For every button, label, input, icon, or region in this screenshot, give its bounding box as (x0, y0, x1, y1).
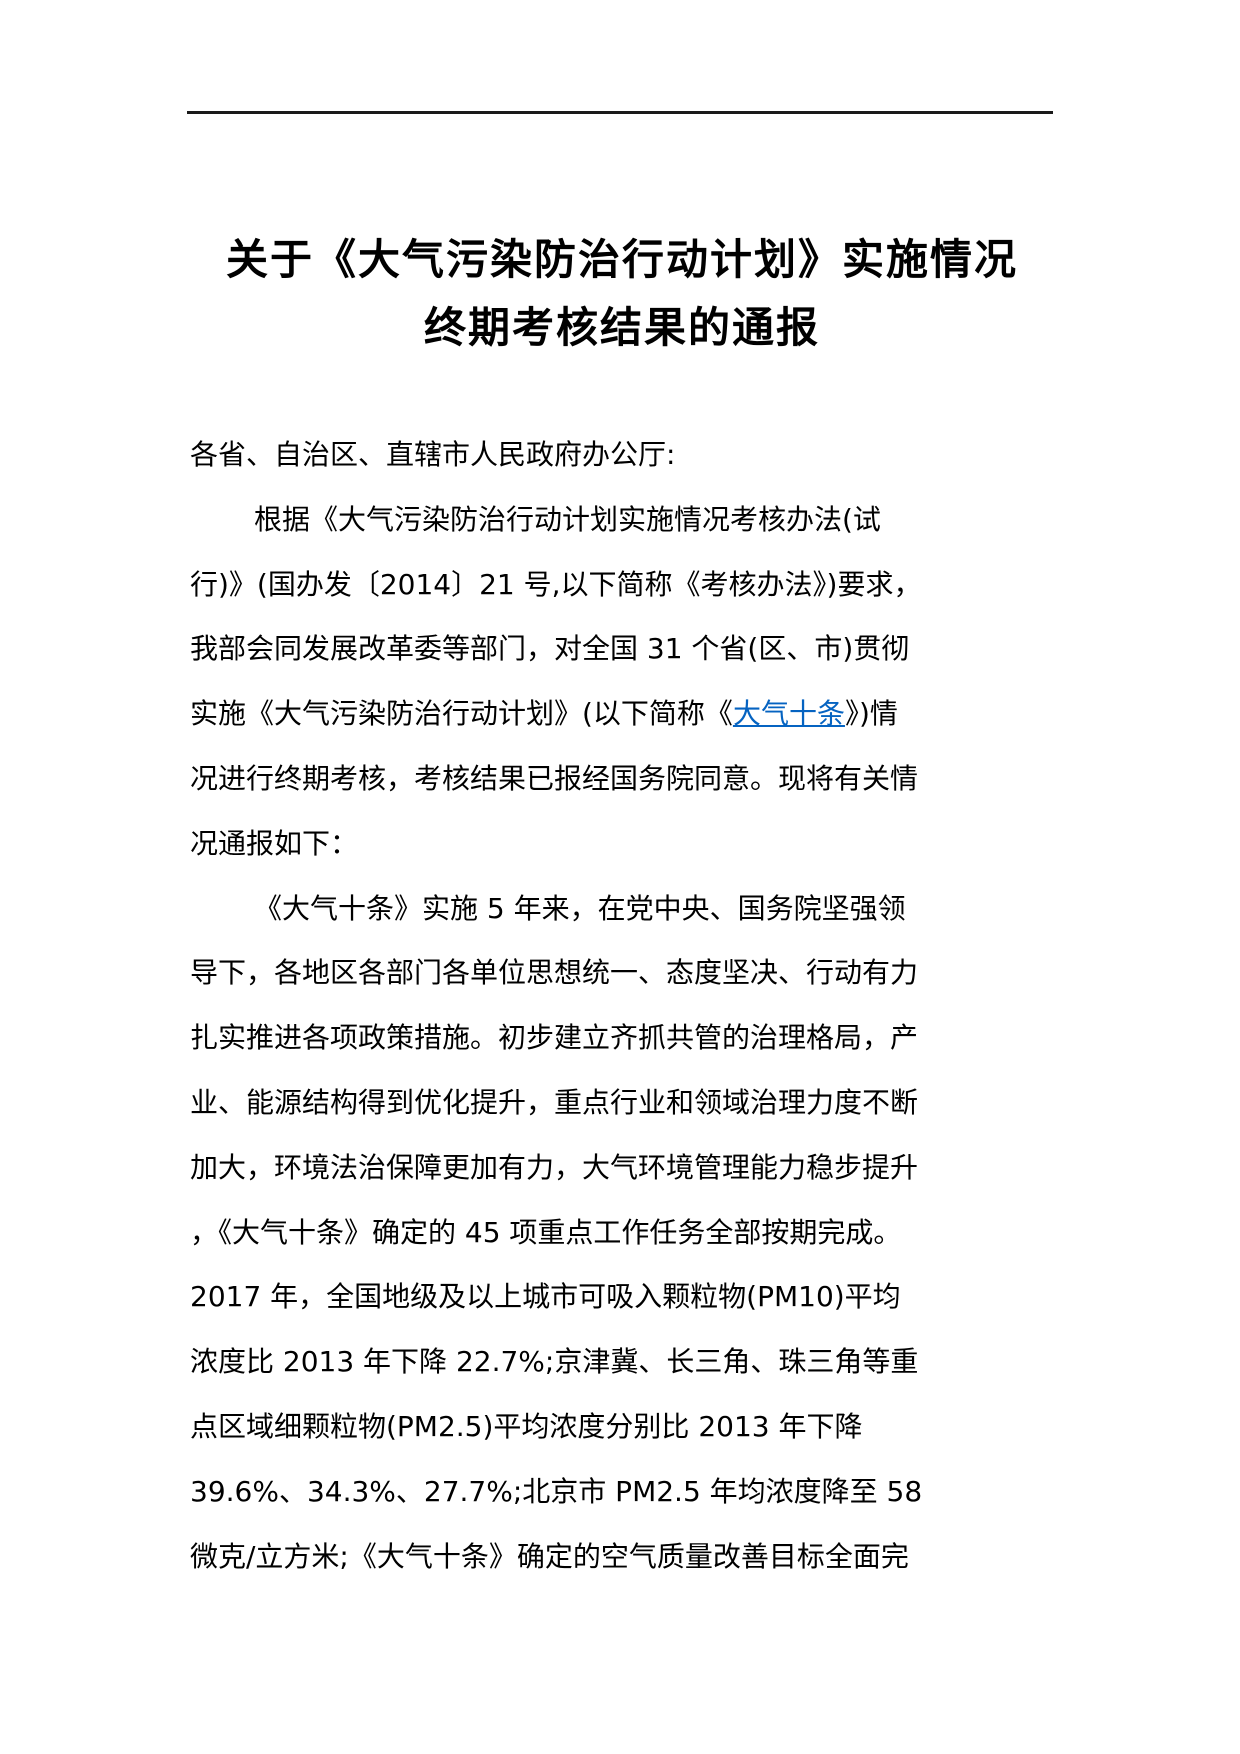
paragraph-2-line: 点区域细颗粒物(PM2.5)平均浓度分别比 2013 年下降 (190, 1409, 863, 1443)
daqi-shitiao-link[interactable]: 大气十条 (732, 697, 845, 731)
paragraph-2-line: 导下，各地区各部门各单位思想统一、态度坚决、行动有力 (190, 956, 919, 990)
paragraph-1-line: 实施《大气污染防治行动计划》(以下简称《大气十条》)情 (190, 682, 1060, 747)
paragraph-1-line: 行)》(国办发〔2014〕21 号,以下简称《考核办法》)要求， (190, 567, 922, 601)
paragraph-2-line: 2017 年，全国地级及以上城市可吸入颗粒物(PM10)平均 (190, 1280, 901, 1314)
paragraph-2-line: ，《大气十条》确定的 45 项重点工作任务全部按期完成。 (190, 1215, 902, 1249)
document-title: 关于《大气污染防治行动计划》实施情况 终期考核结果的通报 (187, 226, 1057, 362)
paragraph-2-line: 扎实推进各项政策措施。初步建立齐抓共管的治理格局，产 (190, 1021, 919, 1055)
paragraph-2-line: 《大气十条》实施 5 年来，在党中央、国务院坚强领 (254, 891, 906, 925)
title-line-1: 关于《大气污染防治行动计划》实施情况 (225, 235, 1018, 284)
paragraph-2-line: 加大，环境法治保障更加有力，大气环境管理能力稳步提升 (190, 1150, 919, 1184)
paragraph-2-line: 39.6%、34.3%、27.7%;北京市 PM2.5 年均浓度降至 58 (190, 1474, 923, 1508)
header-rule (187, 111, 1053, 114)
paragraph-1-text: 实施《大气污染防治行动计划》(以下简称《 (190, 697, 733, 731)
paragraph-2-line: 业、能源结构得到优化提升，重点行业和领域治理力度不断 (190, 1085, 919, 1119)
paragraph-1-line: 我部会同发展改革委等部门，对全国 31 个省(区、市)贯彻 (190, 632, 910, 666)
paragraph-2-line: 微克/立方米;《大气十条》确定的空气质量改善目标全面完 (190, 1539, 909, 1573)
salutation: 各省、自治区、直辖市人民政府办公厅: (190, 438, 676, 471)
paragraph-1-text: 》)情 (844, 697, 898, 731)
paragraph-1-line: 根据《大气污染防治行动计划实施情况考核办法(试 (254, 502, 881, 536)
paragraph-1-line: 况通报如下： (190, 826, 359, 860)
paragraph-1-line: 况进行终期考核，考核结果已报经国务院同意。现将有关情 (190, 761, 919, 795)
paragraph-2-line: 浓度比 2013 年下降 22.7%;京津冀、长三角、珠三角等重 (190, 1345, 919, 1379)
document-body: 各省、自治区、直辖市人民政府办公厅: 根据《大气污染防治行动计划实施情况考核办法… (190, 423, 1060, 1589)
title-line-2: 终期考核结果的通报 (423, 303, 820, 352)
